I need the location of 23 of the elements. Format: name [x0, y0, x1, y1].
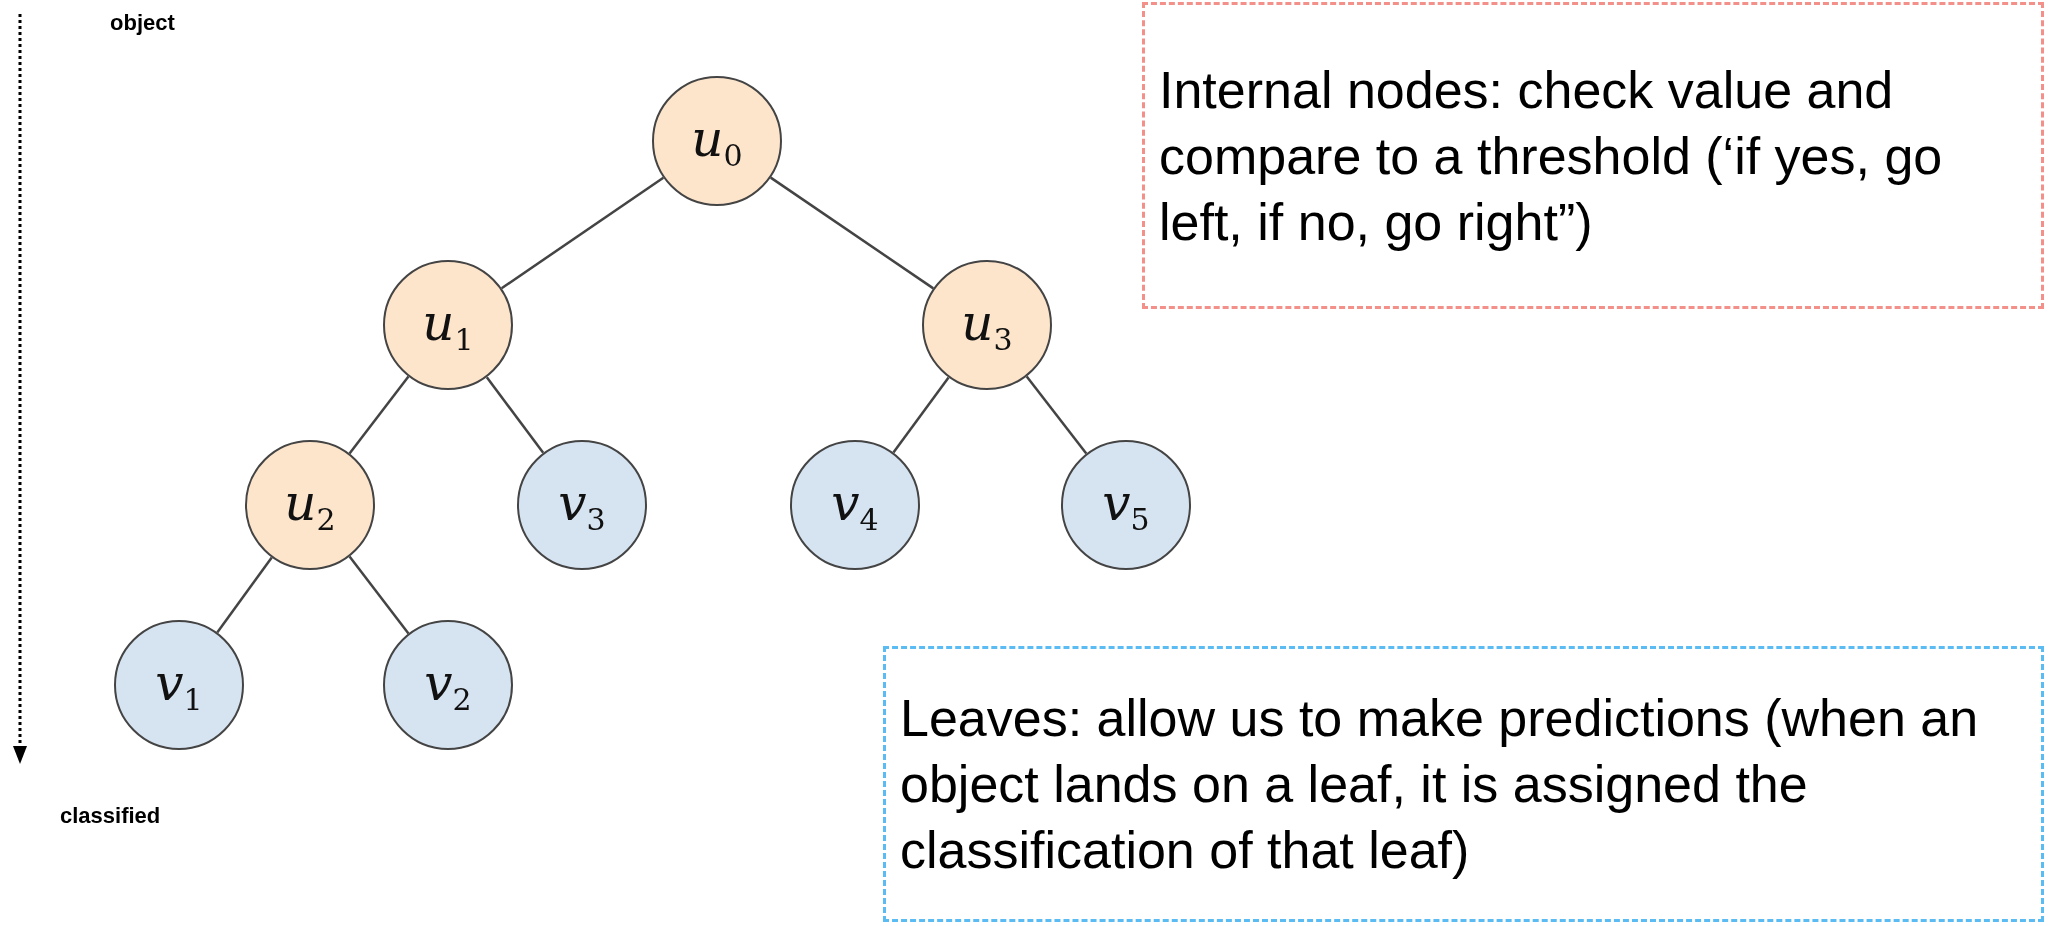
node-label: v$_{4}$ [831, 473, 879, 537]
node-label: v$_{5}$ [1102, 473, 1150, 537]
tree-edge [485, 376, 545, 454]
axis-label: classified [60, 803, 161, 829]
tree-edge [892, 376, 950, 454]
tree-edge [770, 176, 934, 290]
tree-edge [348, 375, 410, 455]
node-label: u$_{3}$ [961, 293, 1013, 357]
note-text: Leaves: allow us to make predictions (when an object lands on a leaf, it is assigned the classification of that leaf) [900, 688, 1980, 881]
node-label: v$_{2}$ [424, 653, 472, 717]
node-label: v$_{1}$ [155, 653, 203, 717]
tree-edge [500, 176, 665, 290]
note-box [1142, 2, 2044, 309]
note-text: Internal nodes: check value and compare to a threshold (‘if yes, go left, if no, go right”) [1159, 59, 1944, 253]
axis-label: object [110, 10, 175, 36]
note-box [883, 646, 2044, 922]
tree-edge [1025, 375, 1088, 455]
tree-edge [216, 556, 273, 634]
node-label: u$_{0}$ [691, 109, 743, 173]
node-label: u$_{1}$ [422, 293, 474, 357]
tree-edge [348, 555, 410, 635]
node-label: v$_{3}$ [558, 473, 606, 537]
node-label: u$_{2}$ [284, 473, 336, 537]
